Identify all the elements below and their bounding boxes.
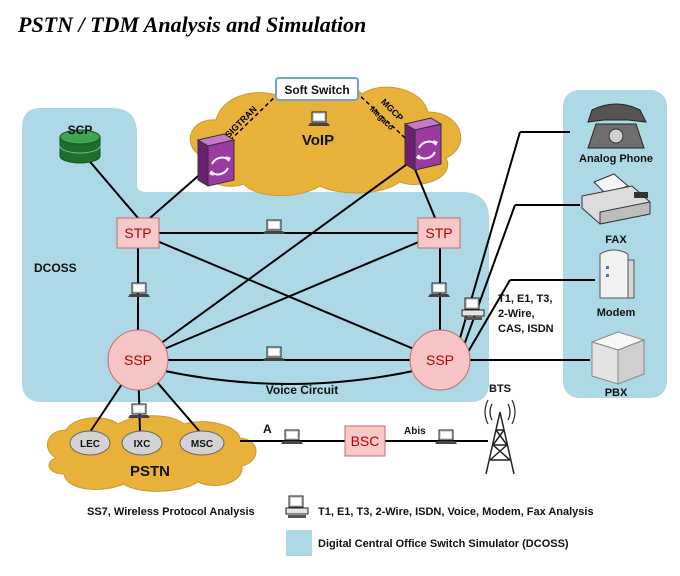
bts-label: BTS [489,383,511,395]
dcoss-label: DCOSS [34,261,77,275]
ssp-left-node[interactable] [107,329,169,391]
a-link-label: A [263,422,272,436]
lec-node[interactable] [69,430,111,456]
soft-switch-box[interactable] [275,77,359,101]
analog-phone-label: Analog Phone [579,153,653,165]
interface-line-3: CAS, ISDN [498,323,554,335]
analog-phone-icon[interactable] [587,103,647,149]
ssp-right-label: SSP [426,352,454,368]
a-link-laptop-icon [280,429,304,445]
abis-link-laptop-icon [434,429,458,445]
msc-node[interactable] [179,430,225,456]
lec-label: LEC [80,439,100,450]
endpoints-region [563,90,667,398]
stp-right-label: STP [425,225,452,241]
abis-label: Abis [404,426,426,437]
scp-database-icon[interactable] [59,129,101,164]
legend-dcoss-label: Digital Central Office Switch Simulator … [318,538,569,550]
media-gateway-right-icon[interactable] [404,117,442,171]
modem-label: Modem [597,307,636,319]
stp-left-node[interactable] [116,217,160,249]
fax-label: FAX [605,234,627,246]
legend-dcoss-swatch [286,530,312,556]
legend-ss7-label: SS7, Wireless Protocol Analysis [87,506,255,518]
voip-cloud [190,78,462,196]
stp-left-label: STP [124,225,151,241]
voip-label: VoIP [302,132,334,149]
ixc-node[interactable] [121,430,163,456]
bsc-node[interactable] [344,425,386,457]
voice-circuit-label: Voice Circuit [266,383,338,397]
pstn-link-laptop-icon [127,403,151,419]
page-title: PSTN / TDM Analysis and Simulation [18,12,367,37]
ixc-label: IXC [134,439,151,450]
stp-right-node[interactable] [417,217,461,249]
modem-icon[interactable] [599,249,635,299]
legend-tdm-label: T1, E1, T3, 2-Wire, ISDN, Voice, Modem, … [318,506,594,518]
legend-workstation-icon [285,495,309,519]
interface-line-1: T1, E1, T3, [498,293,552,305]
ssp-left-label: SSP [124,352,152,368]
bsc-label: BSC [351,433,380,449]
scp-label: SCP [68,123,93,137]
fax-icon[interactable] [581,173,651,225]
pbx-icon[interactable] [590,331,646,385]
pbx-label: PBX [605,387,628,399]
soft-switch-label: Soft Switch [284,83,349,97]
msc-label: MSC [191,439,213,450]
media-gateway-left-icon[interactable] [197,133,235,187]
pstn-label: PSTN [130,463,170,480]
interface-line-2: 2-Wire, [498,308,535,320]
ssp-right-node[interactable] [409,329,471,391]
bts-tower-icon[interactable] [484,399,516,475]
